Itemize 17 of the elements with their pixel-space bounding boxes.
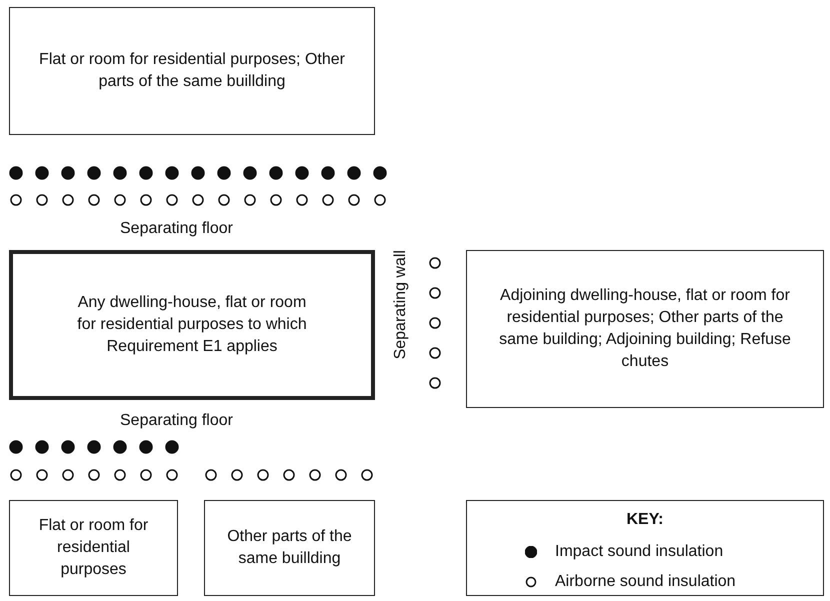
floor-label: Separating floor — [120, 220, 233, 238]
room-box — [9, 500, 178, 596]
room-label: Other parts of the same buillding — [226, 527, 353, 569]
legend-text: Impact sound insulation — [555, 542, 724, 562]
room-box — [466, 250, 824, 408]
room-box — [9, 7, 375, 135]
wall-label: Separating wall — [392, 250, 410, 360]
room-label: Any dwelling-house, flat or room for residential purposes to which Requirement E1 applies — [77, 293, 307, 357]
room-label: Flat or room for residential purposes — [38, 516, 150, 580]
room-label: Flat or room for residential purposes; Other parts of the same buillding — [38, 50, 346, 92]
key-heading: KEY: — [626, 510, 664, 530]
key-panel — [466, 500, 824, 596]
room-box — [204, 500, 375, 596]
room-label: Adjoining dwelling-house, flat or room for residential purposes; Other parts of the same building; Adjoining building; Refuse chutes — [498, 286, 792, 372]
legend-text: Airborne sound insulation — [555, 572, 736, 592]
room-box — [9, 250, 375, 400]
floor-label: Separating floor — [120, 412, 233, 430]
